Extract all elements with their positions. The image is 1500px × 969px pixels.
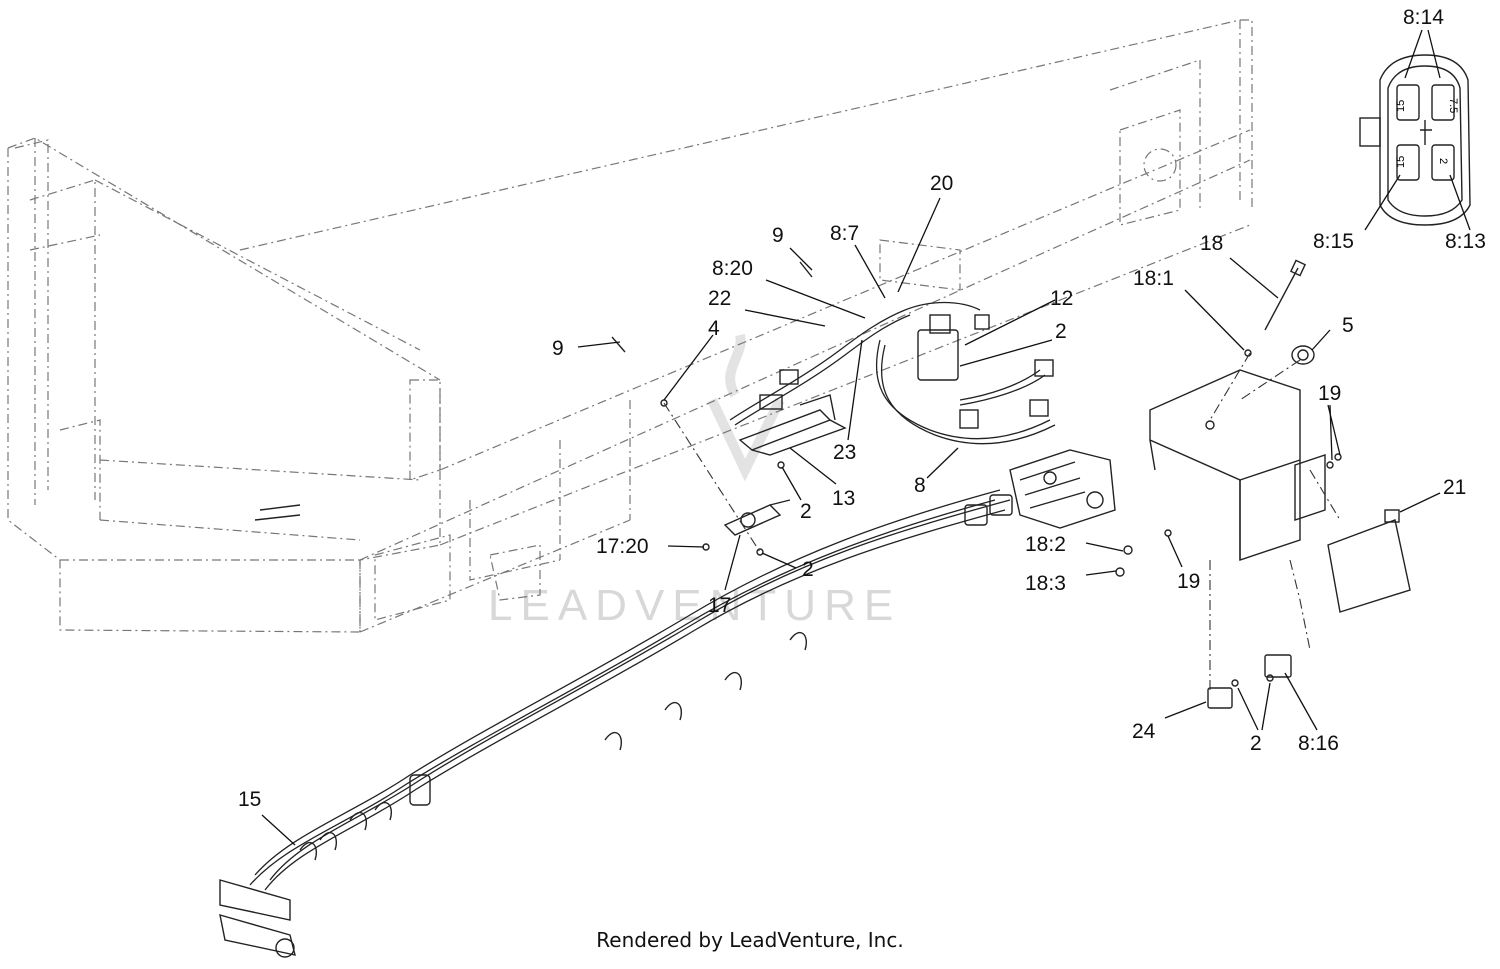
callout-17-20: 17:20 bbox=[596, 535, 649, 558]
wire-harness bbox=[729, 301, 1056, 445]
callout-19-upper: 19 bbox=[1318, 382, 1341, 405]
assembly-lines bbox=[663, 352, 1341, 690]
callout-8: 8 bbox=[914, 474, 926, 497]
callout-20: 20 bbox=[930, 172, 953, 195]
callout-22: 22 bbox=[708, 287, 731, 310]
callout-8-20: 8:20 bbox=[712, 257, 753, 280]
pin-label-2: 2 bbox=[1437, 158, 1449, 164]
callout-4: 4 bbox=[708, 317, 720, 340]
switch-5 bbox=[1291, 345, 1315, 365]
callout-5: 5 bbox=[1342, 314, 1354, 337]
callout-18-1: 18:1 bbox=[1133, 267, 1174, 290]
callout-9-upper: 9 bbox=[772, 224, 784, 247]
cable-18 bbox=[1264, 259, 1306, 331]
callout-12: 12 bbox=[1050, 287, 1073, 310]
callout-2-relay: 2 bbox=[1250, 732, 1262, 755]
switch-assembly bbox=[723, 499, 791, 536]
pin-label-15-top: 15 bbox=[1395, 100, 1407, 112]
connector-detail: 15 7.5 15 2 bbox=[1359, 54, 1471, 226]
pin-label-15-bottom: 15 bbox=[1395, 156, 1407, 168]
callout-8-15: 8:15 bbox=[1313, 230, 1354, 253]
relay-8-16 bbox=[1264, 654, 1292, 678]
callout-18-3: 18:3 bbox=[1025, 572, 1066, 595]
watermark-logo bbox=[707, 333, 785, 482]
decal-21 bbox=[1327, 509, 1411, 613]
callout-24: 24 bbox=[1132, 720, 1156, 743]
callout-18: 18 bbox=[1200, 232, 1223, 255]
hydraulic-hoses bbox=[219, 489, 1013, 958]
frame-assembly bbox=[7, 19, 1253, 633]
callout-2-switch: 2 bbox=[802, 558, 814, 581]
leader-lines bbox=[261, 29, 1471, 846]
callout-15: 15 bbox=[238, 788, 261, 811]
callout-labels: 8:14 8:15 8:13 20 9 8:7 8:20 22 4 9 12 2… bbox=[238, 6, 1486, 811]
callout-21: 21 bbox=[1443, 476, 1466, 499]
footer-credit: Rendered by LeadVenture, Inc. bbox=[596, 928, 904, 952]
callout-18-2: 18:2 bbox=[1025, 533, 1066, 556]
callout-9-lower: 9 bbox=[552, 337, 564, 360]
callout-23: 23 bbox=[833, 441, 856, 464]
callout-8-16: 8:16 bbox=[1298, 732, 1339, 755]
control-panel-bracket bbox=[1149, 369, 1326, 561]
callout-8-14: 8:14 bbox=[1403, 6, 1444, 29]
callout-17: 17 bbox=[708, 594, 731, 617]
relay-24 bbox=[1207, 687, 1233, 709]
callout-2-bracket: 2 bbox=[800, 500, 812, 523]
callout-8-7: 8:7 bbox=[830, 222, 859, 245]
valve-block bbox=[1009, 449, 1116, 529]
callout-2-harness: 2 bbox=[1055, 320, 1067, 343]
callout-13: 13 bbox=[832, 487, 855, 510]
bracket-13 bbox=[738, 394, 847, 456]
pin-label-7-5: 7.5 bbox=[1447, 98, 1459, 113]
callout-19-lower: 19 bbox=[1177, 570, 1200, 593]
callout-8-13: 8:13 bbox=[1445, 230, 1486, 253]
